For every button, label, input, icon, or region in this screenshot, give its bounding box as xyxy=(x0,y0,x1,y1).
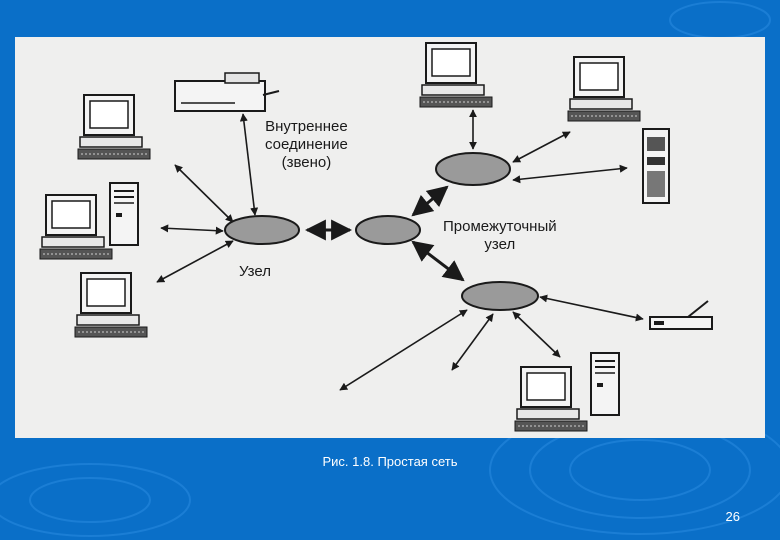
scanner-icon xyxy=(649,300,713,330)
figure-caption: Рис. 1.8. Простая сеть xyxy=(322,454,458,469)
node-top-right xyxy=(435,152,511,186)
link-printer xyxy=(239,113,259,216)
link-pc-topleft xyxy=(174,164,234,223)
link-scanner xyxy=(539,294,644,322)
tower-computer-icon xyxy=(109,182,139,246)
link-top-pc-right xyxy=(512,131,571,163)
network-diagram: Внутреннее соединение (звено) Узел Проме… xyxy=(15,37,765,438)
desktop-computer-icon xyxy=(514,366,588,432)
backbone-links xyxy=(304,185,465,282)
printer-icon xyxy=(174,72,280,112)
desktop-computer-icon xyxy=(419,42,493,108)
label-intermediate-node: Промежуточный узел xyxy=(443,218,557,253)
desktop-computer-icon xyxy=(39,194,113,260)
node-left xyxy=(224,215,300,245)
node-bottom-right xyxy=(461,281,539,311)
link-bottom-center xyxy=(451,313,494,371)
links xyxy=(156,109,644,391)
diagram-canvas xyxy=(39,42,713,432)
link-pc-left xyxy=(160,224,224,235)
server-cabinet-icon xyxy=(642,128,670,204)
desktop-computer-icon xyxy=(567,56,641,122)
desktop-computer-icon xyxy=(74,272,148,338)
link-bottom-far xyxy=(339,309,468,391)
link-center-bottom xyxy=(411,240,465,282)
page-number: 26 xyxy=(725,509,740,524)
link-server xyxy=(512,164,628,184)
tower-computer-icon xyxy=(590,352,620,416)
node-center xyxy=(355,215,421,245)
link-center-top xyxy=(411,185,449,217)
link-bottom-pc xyxy=(512,311,561,358)
desktop-computer-icon xyxy=(77,94,151,160)
link-pc-bottomleft xyxy=(156,240,234,283)
label-node: Узел xyxy=(239,263,271,280)
label-internal-link: Внутреннее соединение (звено) xyxy=(265,118,348,171)
